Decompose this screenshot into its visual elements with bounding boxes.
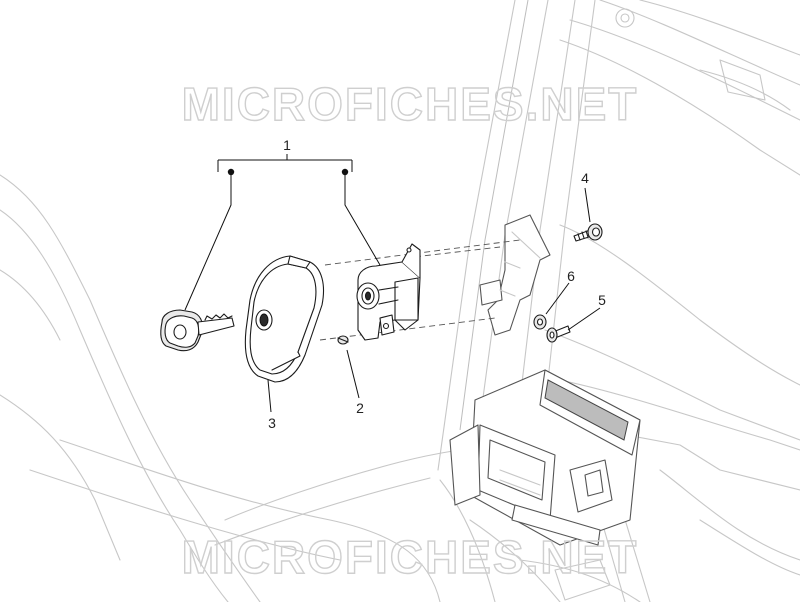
assembly-dashed-lines <box>319 239 521 341</box>
callout-6: 6 <box>567 268 575 284</box>
lock-bracket <box>479 214 551 336</box>
screw-2-part <box>337 335 349 345</box>
key-part <box>160 309 235 352</box>
callout-1: 1 <box>283 137 291 153</box>
screw-4-part <box>573 223 603 242</box>
callout-4: 4 <box>581 170 589 186</box>
bolt-5-part <box>546 325 571 343</box>
lock-cover-part <box>244 255 325 383</box>
callout-2: 2 <box>356 400 364 416</box>
watermark-top: MICROFICHES.NET <box>182 78 639 130</box>
lock-cylinder-part <box>356 243 421 341</box>
watermark-bottom: MICROFICHES.NET <box>182 531 639 583</box>
callout-5: 5 <box>598 292 606 308</box>
washer-6-part <box>533 314 547 330</box>
electronics-box <box>449 369 641 546</box>
callout-3: 3 <box>268 415 276 431</box>
leader-lines <box>184 154 601 413</box>
